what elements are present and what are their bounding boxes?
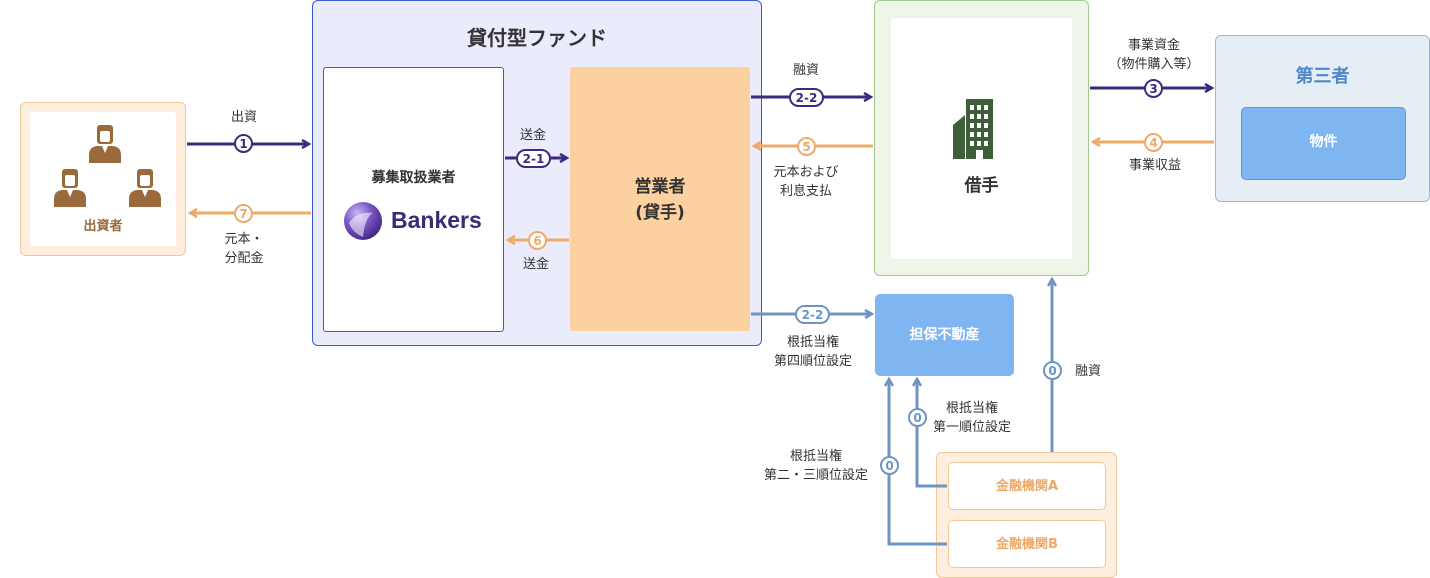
flow-0-loan-label: 融資 [1074, 364, 1101, 379]
flow-2-2-loan-label: 融資 [792, 63, 819, 78]
flow-0-second-badge: 0 [880, 456, 899, 475]
banks-box: 金融機関A 金融機関B [936, 452, 1117, 578]
flow-2-2-loan-badge: 2-2 [789, 88, 824, 107]
flow-7-label-line2: 分配金 [224, 251, 264, 266]
flow-7-badge: 7 [234, 204, 253, 223]
investor-inner: 出資者 [30, 112, 176, 246]
broker-logo-text: Bankers [391, 207, 482, 233]
collateral-box: 担保不動産 [875, 294, 1014, 376]
flow-7-label-line1: 元本・ [224, 232, 264, 247]
flow-4-badge: 4 [1144, 133, 1163, 152]
borrower-label: 借手 [964, 176, 999, 196]
flow-0-first-label-line2: 第一順位設定 [932, 420, 1011, 435]
flow-2-2-lien-label-line2: 第四順位設定 [773, 354, 852, 369]
bank-a-label: 金融機関A [995, 479, 1059, 494]
flow-0-second-arrow [889, 379, 947, 546]
flow-3-label-line1: 事業資金 [1127, 38, 1180, 53]
flow-3-label-line2: （物件購入等） [1108, 57, 1200, 72]
flow-3-badge: 3 [1144, 79, 1163, 98]
flow-2-2-lien-label-line1: 根抵当権 [786, 335, 839, 350]
flow-5-badge: 5 [797, 137, 816, 156]
investor-box: 出資者 [20, 102, 186, 256]
broker-title: 募集取扱業者 [371, 170, 456, 186]
property-box: 物件 [1241, 107, 1406, 180]
broker-box: 募集取扱業者 Bankers [323, 67, 504, 332]
person-icon [54, 169, 86, 207]
flow-2-1-label: 送金 [519, 128, 546, 143]
third-party-box: 第三者 物件 [1215, 35, 1430, 202]
flow-0-second-label-line1: 根抵当権 [789, 449, 842, 464]
collateral-label: 担保不動産 [909, 327, 980, 343]
flow-4-label: 事業収益 [1128, 158, 1181, 173]
flow-6-badge: 6 [528, 231, 547, 250]
flow-1-badge: 1 [234, 134, 253, 153]
fund-title: 貸付型ファンド [467, 26, 607, 50]
bank-b-label: 金融機関B [996, 537, 1058, 552]
flow-2-2-lien-badge: 2-2 [795, 305, 830, 324]
bank-a-box: 金融機関A [948, 462, 1106, 510]
flow-0-loan-badge: 0 [1043, 361, 1062, 380]
flow-2-1-badge: 2-1 [516, 149, 551, 168]
flow-5-label-line2: 利息支払 [779, 184, 832, 199]
lender-label-line2: (貸手) [635, 203, 685, 223]
bankers-logo-icon [344, 202, 382, 240]
lender-label-line1: 営業者 [634, 177, 686, 197]
bank-b-box: 金融機関B [948, 520, 1106, 568]
flow-6-label: 送金 [522, 257, 549, 272]
flow-0-first-badge: 0 [908, 408, 927, 427]
flow-0-second-label-line2: 第二・三順位設定 [763, 468, 868, 483]
investor-label: 出資者 [83, 219, 123, 234]
borrower-inner: 借手 [891, 18, 1072, 259]
borrower-box: 借手 [874, 0, 1089, 276]
third-party-title: 第三者 [1295, 66, 1350, 87]
property-label: 物件 [1309, 134, 1338, 150]
flow-1-label: 出資 [230, 110, 257, 125]
person-icon [129, 169, 161, 207]
lender-box: 営業者 (貸手) [570, 67, 750, 331]
building-icon [953, 99, 993, 159]
flow-0-first-label-line1: 根抵当権 [945, 401, 998, 416]
person-icon [89, 125, 121, 163]
flow-5-label-line1: 元本および [773, 165, 839, 180]
